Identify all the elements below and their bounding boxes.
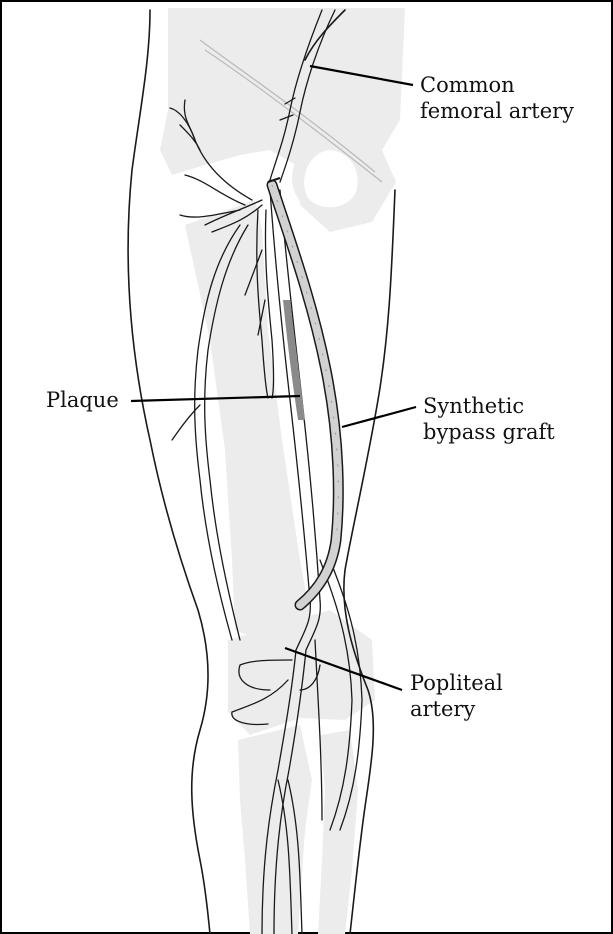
fibula: [318, 730, 358, 934]
label-common-femoral-line1: Common: [420, 72, 574, 98]
label-graft-line1: Synthetic: [423, 393, 555, 419]
plaque: [283, 300, 305, 420]
leader-graft: [342, 407, 416, 427]
label-common-femoral-artery: Common femoral artery: [420, 72, 574, 124]
label-popliteal-line1: Popliteal: [410, 670, 503, 696]
label-popliteal-artery: Popliteal artery: [410, 670, 503, 722]
femur: [185, 200, 310, 640]
label-synthetic-bypass-graft: Synthetic bypass graft: [423, 393, 555, 445]
label-graft-line2: bypass graft: [423, 419, 555, 445]
label-common-femoral-line2: femoral artery: [420, 98, 574, 124]
pelvis: [160, 8, 405, 232]
label-popliteal-line2: artery: [410, 696, 503, 722]
bones: [160, 8, 405, 934]
label-plaque: Plaque: [46, 387, 119, 413]
